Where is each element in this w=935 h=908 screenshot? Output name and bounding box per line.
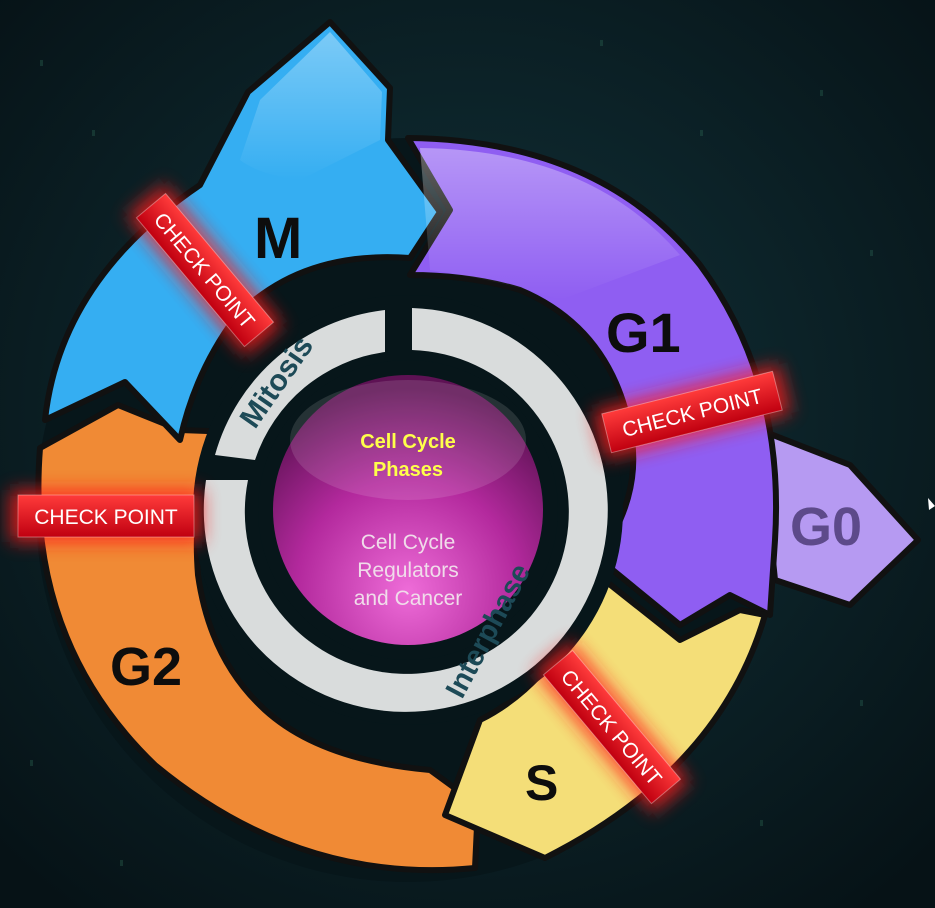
background-dots — [30, 40, 873, 866]
center-sub-line3: and Cancer — [354, 587, 463, 610]
checkpoint-g2: CHECK POINT — [10, 490, 202, 542]
m-gloss — [240, 32, 382, 180]
g0-label: G0 — [790, 497, 862, 557]
center-disc — [273, 375, 543, 645]
checkpoint-g2-text: CHECK POINT — [34, 506, 178, 529]
cursor-icon — [928, 498, 935, 510]
center-sub-line1: Cell Cycle — [361, 531, 456, 554]
center-sub-line2: Regulators — [357, 559, 459, 582]
m-label: M — [254, 206, 302, 271]
center-title-line2: Phases — [373, 459, 443, 481]
g1-label: G1 — [606, 301, 681, 364]
center-disc-highlight — [290, 380, 526, 500]
s-label: S — [525, 755, 558, 811]
inner-ring-mitosis — [215, 310, 385, 460]
g1-gloss — [420, 148, 680, 300]
center-title-line1: Cell Cycle — [360, 431, 456, 453]
g2-label: G2 — [110, 637, 182, 697]
